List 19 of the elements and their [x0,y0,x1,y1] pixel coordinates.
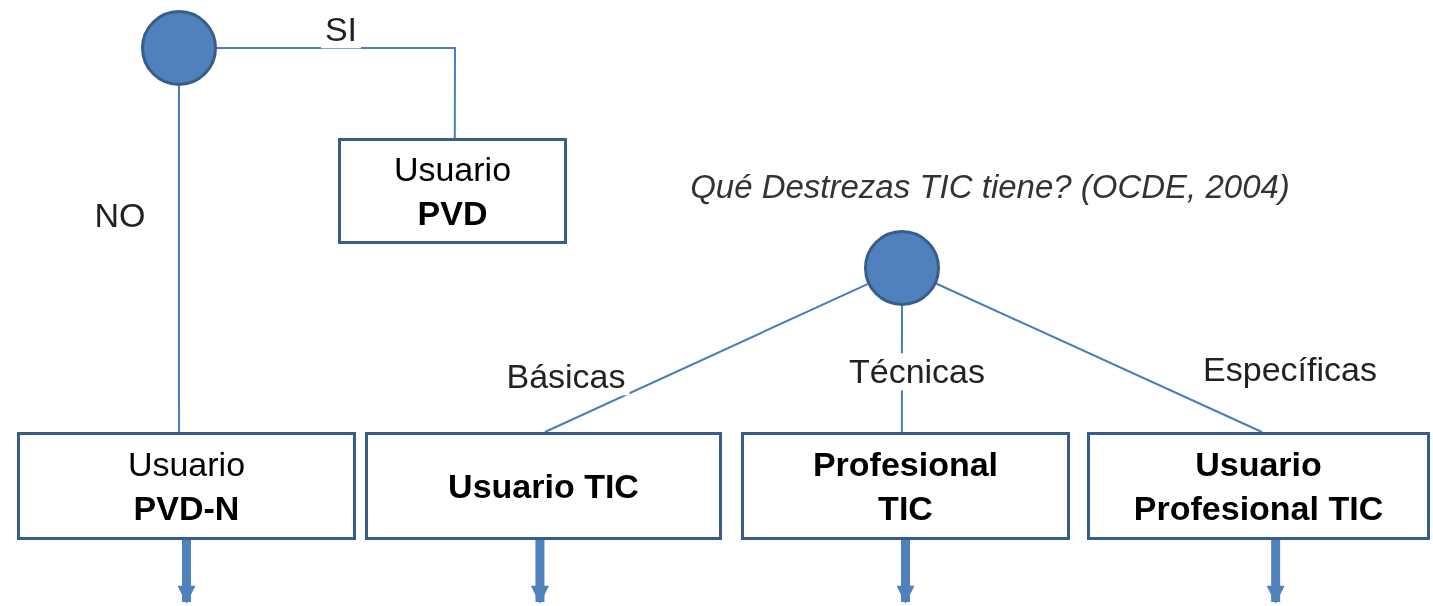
user-box [1087,432,1430,540]
question-note: Qué Destrezas TIC tiene? (OCDE, 2004) [690,168,1290,206]
box-text: Usuario PVD [392,148,513,234]
user-box [338,138,567,244]
down-arrow [896,540,915,604]
down-arrow [1266,540,1285,604]
user-box [365,432,722,540]
box-text: Usuario Profesional TIC [1132,443,1385,529]
down-arrow [177,540,196,604]
connector-line [216,47,456,139]
box-text: Profesional TIC [811,443,1000,529]
user-box [17,432,356,540]
connector-line [935,282,1263,433]
connector-line [178,85,181,433]
box-text: Usuario TIC [448,465,639,507]
user-box [741,432,1070,540]
box-text: Usuario PVD-N [126,443,247,529]
connector-line [543,283,869,433]
down-arrow [530,540,549,604]
